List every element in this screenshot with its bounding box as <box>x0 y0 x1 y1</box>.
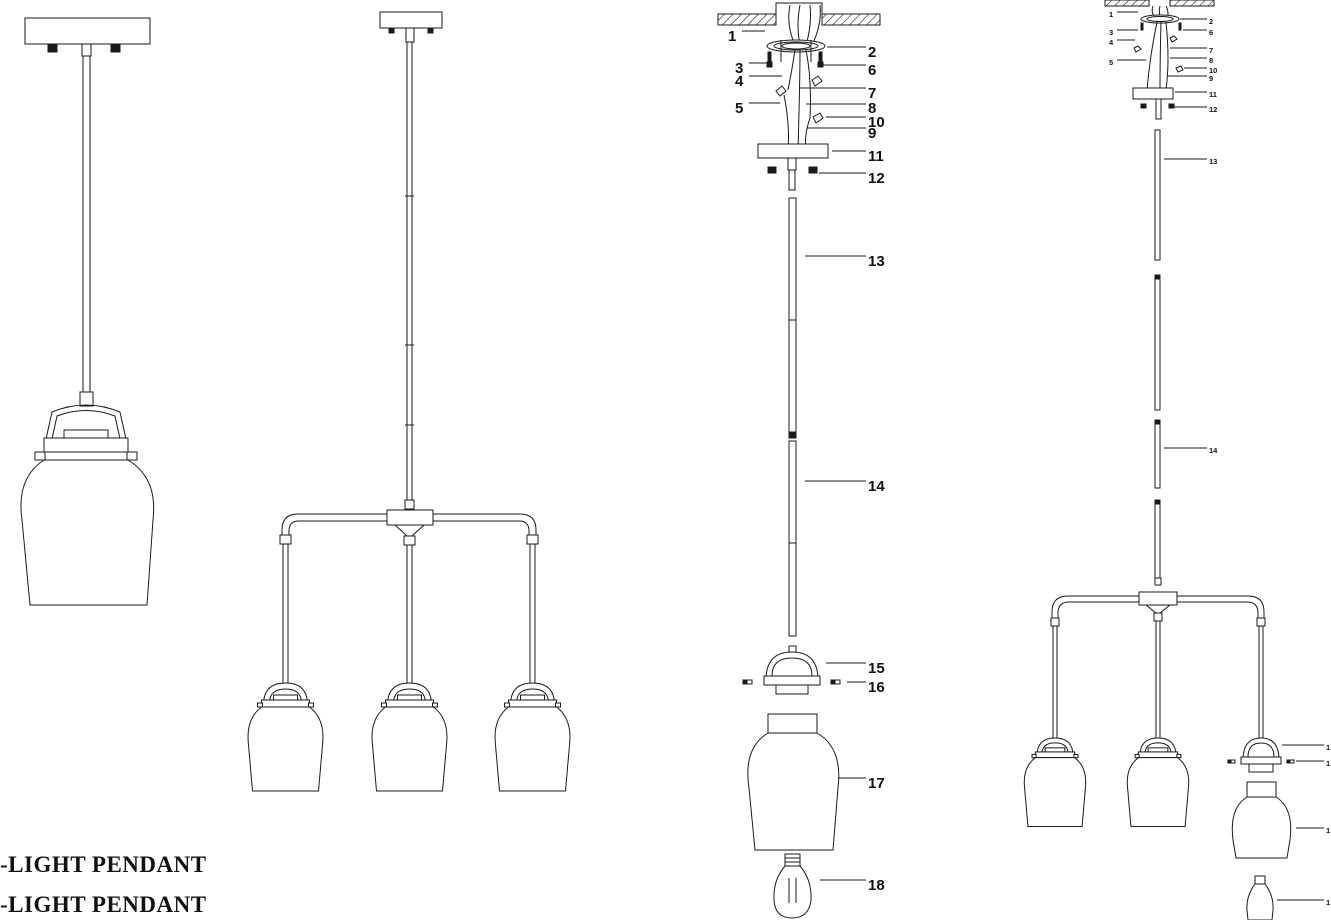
callout-label-18: 18 <box>868 877 885 894</box>
callout-label-2: 2 <box>868 44 876 61</box>
callout-label-7: 7 <box>868 85 876 102</box>
callout-label-10: 10 <box>868 114 885 131</box>
rod-13b <box>788 319 797 439</box>
rod-14a <box>788 440 797 544</box>
rod-coupler <box>79 391 94 407</box>
rod-13a <box>788 197 797 321</box>
callout-label-4: 4 <box>1109 38 1114 47</box>
callout-label-1: 1 <box>728 28 736 45</box>
ground-wire <box>787 49 796 91</box>
callout-label-9: 9 <box>868 125 876 142</box>
callout-label-2: 2 <box>1209 17 1213 26</box>
callout-label-1: 1 <box>1326 759 1330 768</box>
callout-label-15: 15 <box>868 660 885 677</box>
socket-cap <box>63 429 109 439</box>
callout-label-9: 9 <box>1209 74 1213 83</box>
single-pendant-assembled <box>20 17 155 606</box>
callout-label-1: 1 <box>1109 10 1113 19</box>
holder-15 <box>765 651 819 681</box>
canopy-nipple <box>81 43 92 57</box>
canopy-screw-left <box>47 43 58 53</box>
caption-one-light: -LIGHT PENDANT <box>0 852 207 877</box>
glass-shade <box>20 459 155 606</box>
glass-shade <box>1023 757 1087 828</box>
callout-label-3: 3 <box>735 60 743 77</box>
shade-17 <box>747 732 840 851</box>
rod-14b <box>788 542 797 637</box>
canopy <box>379 11 443 29</box>
callout-label-1: 1 <box>1326 826 1330 835</box>
callout-label-4: 4 <box>735 73 744 90</box>
triple-pendant-assembled <box>279 11 539 683</box>
canopy <box>24 17 151 45</box>
triple-pendant-exploded <box>1050 0 1295 920</box>
callout-label-11: 11 <box>868 148 884 165</box>
callout-label-16: 16 <box>868 679 885 696</box>
callout-label-10: 10 <box>1209 66 1217 75</box>
caption-three-light: -LIGHT PENDANT <box>0 892 207 917</box>
callout-label-3: 3 <box>1109 28 1113 37</box>
bulb-18 <box>773 865 812 919</box>
wire-nut-10 <box>812 112 824 124</box>
callout-label-6: 6 <box>868 62 876 79</box>
callout-label-12: 12 <box>1209 105 1217 114</box>
ceiling-left <box>717 13 777 26</box>
set-screw-right <box>126 451 138 461</box>
center-hub <box>386 509 434 526</box>
glass-shade <box>494 706 571 792</box>
arm-inner <box>288 520 530 535</box>
callout-label-14: 14 <box>1209 446 1218 455</box>
canopy-11 <box>757 143 829 159</box>
glass-shade <box>1126 757 1190 828</box>
callout-label-7: 7 <box>1209 46 1213 55</box>
bulb-base <box>784 853 801 867</box>
arm-outer <box>281 513 537 535</box>
glass-shade <box>247 706 324 792</box>
wire-nut-4 <box>775 85 787 97</box>
callout-label-13: 13 <box>1209 157 1217 166</box>
junction-box <box>775 2 823 25</box>
glass-shade <box>371 706 448 792</box>
single-pendant-exploded <box>717 2 881 919</box>
callout-label-8: 8 <box>868 100 876 117</box>
set-screw-left <box>34 451 46 461</box>
shade-fitter-ring <box>43 437 129 453</box>
callout-label-14: 14 <box>868 478 885 495</box>
callout-label-5: 5 <box>1109 58 1113 67</box>
shade-17-neck <box>767 713 818 733</box>
callout-label-11: 11 <box>1209 90 1217 99</box>
shade-holder-cage <box>43 404 129 449</box>
callout-label-5: 5 <box>735 100 743 117</box>
callout-label-1: 1 <box>1326 743 1330 752</box>
ceiling-right <box>821 13 881 26</box>
triple-exploded-shades <box>1023 737 1190 828</box>
callout-label-6: 6 <box>1209 28 1213 37</box>
canopy-screw-right <box>110 43 121 53</box>
callout-label-12: 12 <box>868 170 885 187</box>
callout-label-1: 1 <box>1326 898 1330 907</box>
callout-label-17: 17 <box>868 775 885 792</box>
triple-pendant-shades <box>247 682 571 792</box>
callout-label-8: 8 <box>1209 56 1213 65</box>
callout-label-13: 13 <box>868 253 885 270</box>
